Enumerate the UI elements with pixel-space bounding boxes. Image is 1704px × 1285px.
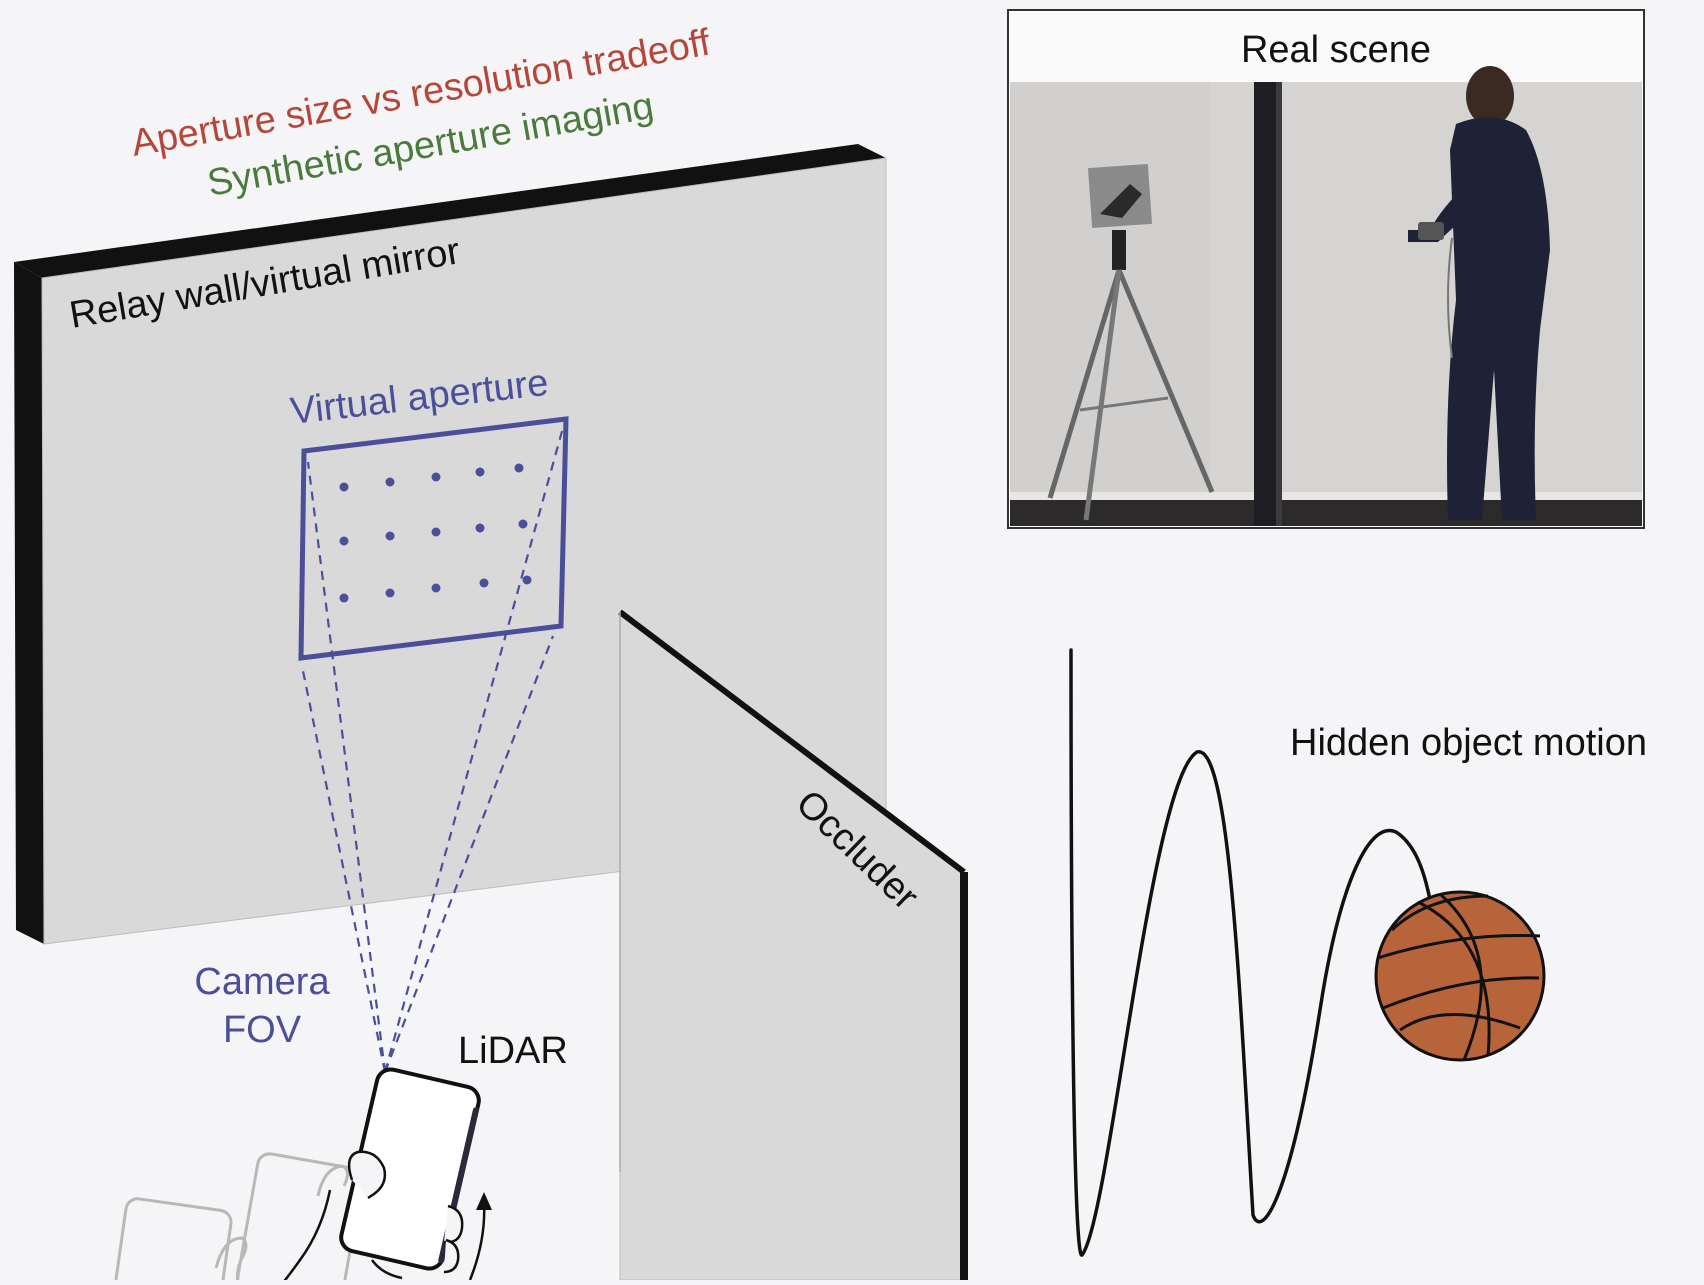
aperture-sample-point xyxy=(339,536,349,546)
aperture-sample-point xyxy=(431,472,441,482)
motion-trajectory xyxy=(1069,648,1432,1257)
aperture-sample-point xyxy=(431,527,441,537)
camera-fov-label-line2: FOV xyxy=(223,1009,302,1051)
curved-arrow-icon xyxy=(468,1192,492,1281)
camera-fov-lines xyxy=(300,423,566,1073)
real-scene-photo xyxy=(1010,66,1642,526)
basketball-icon xyxy=(1374,890,1546,1062)
aperture-sample-point xyxy=(431,583,441,593)
hand-icon xyxy=(281,1150,464,1285)
aperture-sample-point xyxy=(475,467,485,477)
real-scene-title: Real scene xyxy=(1241,29,1431,71)
lidar-label: LiDAR xyxy=(458,1030,568,1072)
aperture-sample-point xyxy=(475,523,485,533)
aperture-sample-point xyxy=(385,477,395,487)
aperture-sample-point xyxy=(518,519,528,529)
aperture-sample-point xyxy=(514,463,524,473)
phone-trail xyxy=(109,1152,364,1285)
real-scene-panel: Real scene xyxy=(1007,9,1645,529)
virtual-aperture-rect xyxy=(298,416,569,661)
aperture-sample-point xyxy=(385,531,395,541)
aperture-sample-point xyxy=(479,578,489,588)
hidden-motion-label: Hidden object motion xyxy=(1290,722,1647,764)
aperture-sample-point xyxy=(339,482,349,492)
aperture-sample-point xyxy=(385,588,395,598)
aperture-sample-points xyxy=(339,463,532,603)
camera-fov-label-line1: Camera xyxy=(194,961,330,1003)
aperture-sample-point xyxy=(339,593,349,603)
aperture-sample-point xyxy=(522,575,532,585)
